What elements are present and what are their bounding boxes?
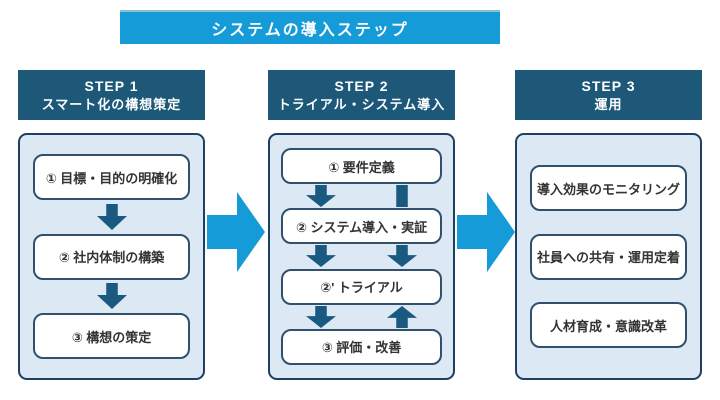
down-arrow-icon bbox=[306, 185, 337, 208]
right-arrow-icon bbox=[457, 192, 515, 272]
down-arrow-icon bbox=[306, 305, 337, 328]
step3-panel: 導入効果のモニタリング 社員への共有・運用定着 人材育成・意識改革 bbox=[515, 133, 702, 380]
right-arrow-icon bbox=[207, 192, 265, 272]
step3-label: STEP 3 bbox=[581, 77, 636, 94]
step1-box-1: ① 目標・目的の明確化 bbox=[33, 154, 190, 200]
step1-box-3: ③ 構想の策定 bbox=[33, 313, 190, 359]
step1-panel: ① 目標・目的の明確化 ② 社内体制の構築 ③ 構想の策定 bbox=[18, 133, 205, 380]
step1-label: STEP 1 bbox=[84, 77, 139, 94]
page-title: システムの導入ステップ bbox=[211, 22, 409, 39]
down-arrow-icon bbox=[96, 203, 127, 230]
step2-subtitle: トライアル・システム導入 bbox=[277, 96, 446, 112]
step2-box-2: ② システム導入・実証 bbox=[281, 208, 442, 245]
step2-box-1: ① 要件定義 bbox=[281, 148, 442, 184]
step1-arrow-row-1 bbox=[33, 203, 190, 231]
step3-column: STEP 3 運用 導入効果のモニタリング 社員への共有・運用定着 人材育成・意… bbox=[515, 70, 702, 380]
down-arrow-icon bbox=[96, 283, 127, 310]
step2-header: STEP 2 トライアル・システム導入 bbox=[268, 70, 455, 120]
step1-subtitle: スマート化の構想策定 bbox=[41, 96, 182, 112]
down-arrow-icon bbox=[386, 245, 417, 268]
step3-box-3: 人材育成・意識改革 bbox=[530, 302, 687, 348]
step1-header: STEP 1 スマート化の構想策定 bbox=[18, 70, 205, 120]
step3-subtitle: 運用 bbox=[594, 96, 623, 112]
step1-arrow-row-2 bbox=[33, 282, 190, 310]
step3-header: STEP 3 運用 bbox=[515, 70, 702, 120]
step2-box-3: ②' トライアル bbox=[281, 268, 442, 305]
title-banner: システムの導入ステップ bbox=[120, 10, 500, 44]
step2-panel: ① 要件定義 ② システム導入・実証 ②' トライアル ③ 評価・改善 bbox=[268, 133, 455, 380]
step2-arrow-row-1 bbox=[281, 185, 442, 208]
down-arrow-icon bbox=[306, 245, 337, 268]
step2-arrow-row-3 bbox=[281, 305, 442, 328]
step2-label: STEP 2 bbox=[334, 77, 389, 94]
step2-arrow-row-2 bbox=[281, 245, 442, 268]
step3-box-1: 導入効果のモニタリング bbox=[530, 165, 687, 211]
arrow-shaft-icon bbox=[395, 185, 408, 208]
step2-box-4: ③ 評価・改善 bbox=[281, 328, 442, 365]
up-arrow-icon bbox=[386, 305, 417, 328]
step1-column: STEP 1 スマート化の構想策定 ① 目標・目的の明確化 ② 社内体制の構築 … bbox=[18, 70, 205, 380]
step1-box-2: ② 社内体制の構築 bbox=[33, 233, 190, 280]
step2-column: STEP 2 トライアル・システム導入 ① 要件定義 ② システム導入・実証 ②… bbox=[268, 70, 455, 380]
step3-box-2: 社員への共有・運用定着 bbox=[530, 233, 687, 280]
